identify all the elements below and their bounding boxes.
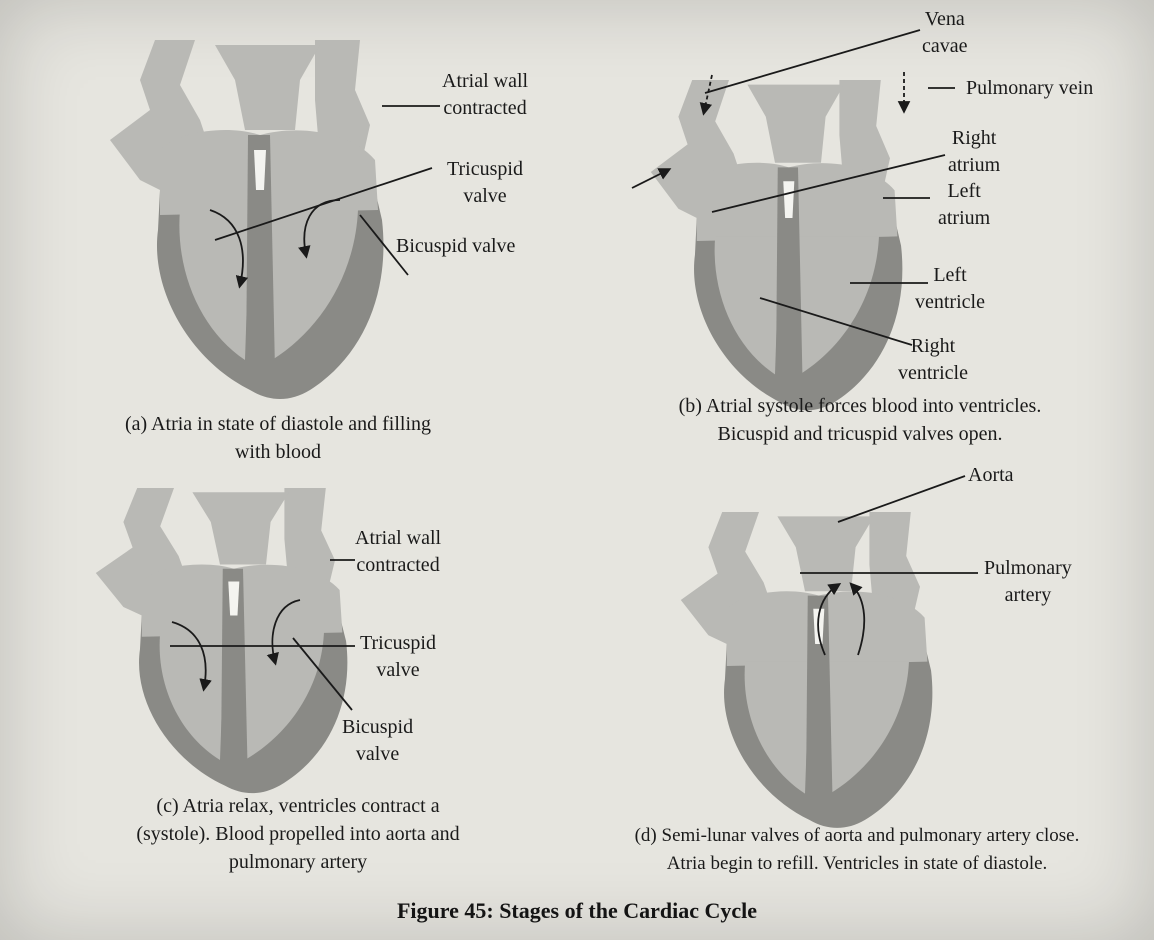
heart-b [651,80,903,410]
label-b-left-ventricle-line1: Left [915,262,985,289]
label-c-tricuspid-line1: Tricuspid [360,630,436,657]
label-b-left-atrium-line1: Left [938,178,990,205]
label-a-tricuspid-line2: valve [447,183,523,210]
label-a-atrial-wall-line1: Atrial wall [442,68,528,95]
label-d-pulmonary-artery-line2: artery [984,582,1072,609]
label-b-right-ventricle: Right ventricle [898,333,968,387]
caption-b: (b) Atrial systole forces blood into ven… [610,392,1110,448]
label-c-atrial-wall-line1: Atrial wall [355,525,441,552]
caption-d: (d) Semi-lunar valves of aorta and pulmo… [565,822,1149,878]
label-c-atrial-wall: Atrial wall contracted [355,525,441,579]
label-a-atrial-wall: Atrial wall contracted [442,68,528,122]
label-b-right-atrium-line1: Right [948,125,1000,152]
heart-a [110,40,383,399]
label-b-vena-line2: cavae [922,33,968,60]
caption-c-line2: (systole). Blood propelled into aorta an… [78,820,518,848]
label-c-bicuspid: Bicuspid valve [342,714,413,768]
label-b-right-atrium-line2: atrium [948,152,1000,179]
caption-c: (c) Atria relax, ventricles contract a (… [78,792,518,876]
label-b-vena-line1: Vena [922,6,968,33]
label-a-tricuspid: Tricuspid valve [447,156,523,210]
caption-d-line1: (d) Semi-lunar valves of aorta and pulmo… [565,822,1149,850]
label-c-tricuspid: Tricuspid valve [360,630,436,684]
label-b-left-atrium-line2: atrium [938,205,990,232]
caption-c-line1: (c) Atria relax, ventricles contract a [78,792,518,820]
label-a-atrial-wall-line2: contracted [442,95,528,122]
label-d-pulmonary-artery: Pulmonary artery [984,555,1072,609]
label-b-right-ventricle-line1: Right [898,333,968,360]
label-b-pulmonary-vein: Pulmonary vein [966,75,1093,102]
label-d-aorta: Aorta [968,462,1014,489]
caption-a: (a) Atria in state of diastole and filli… [88,410,468,466]
label-a-bicuspid: Bicuspid valve [396,233,515,260]
label-a-tricuspid-line1: Tricuspid [447,156,523,183]
figure-title: Figure 45: Stages of the Cardiac Cycle [0,898,1154,924]
heart-d [681,512,933,828]
caption-d-line2: Atria begin to refill. Ventricles in sta… [565,850,1149,878]
caption-a-line2: with blood [88,438,468,466]
caption-c-line3: pulmonary artery [78,848,518,876]
caption-a-line1: (a) Atria in state of diastole and filli… [88,410,468,438]
label-c-atrial-wall-line2: contracted [355,552,441,579]
label-b-left-atrium: Left atrium [938,178,990,232]
caption-b-line1: (b) Atrial systole forces blood into ven… [610,392,1110,420]
label-b-left-ventricle: Left ventricle [915,262,985,316]
label-b-right-atrium: Right atrium [948,125,1000,179]
label-b-left-ventricle-line2: ventricle [915,289,985,316]
heart-c [96,488,348,793]
label-b-right-ventricle-line2: ventricle [898,360,968,387]
caption-b-line2: Bicuspid and tricuspid valves open. [610,420,1110,448]
label-c-tricuspid-line2: valve [360,657,436,684]
label-a-bicuspid-text: Bicuspid valve [396,235,515,257]
label-d-aorta-text: Aorta [968,464,1014,486]
label-c-bicuspid-line1: Bicuspid [342,714,413,741]
label-b-vena-cavae: Vena cavae [922,6,968,60]
label-d-pulmonary-artery-line1: Pulmonary [984,555,1072,582]
label-c-bicuspid-line2: valve [342,741,413,768]
label-b-pulmonary-vein-text: Pulmonary vein [966,77,1093,99]
